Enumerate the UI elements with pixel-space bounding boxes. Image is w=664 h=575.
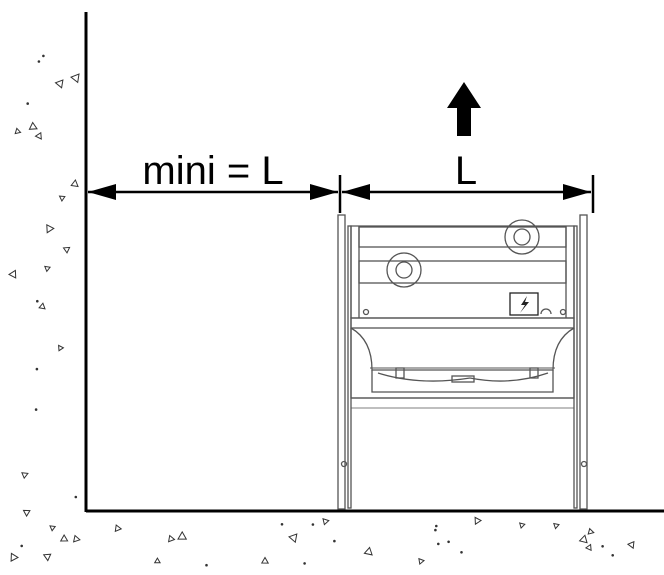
concrete-aggregate (72, 534, 81, 543)
concrete-aggregate (44, 265, 52, 273)
concrete-aggregate (10, 552, 20, 562)
dim-arrowhead-right (563, 184, 591, 200)
min-clearance-label: mini = L (142, 149, 283, 193)
concrete-aggregate (418, 557, 425, 566)
dim-arrowhead-left (88, 184, 116, 200)
concrete-aggregate (474, 516, 483, 526)
concrete-aggregate (584, 543, 592, 552)
concrete-aggregate (14, 127, 22, 135)
min-clearance-dimension: mini = L (88, 149, 338, 200)
unit-drawing (337, 214, 588, 510)
concrete-speck (36, 299, 39, 303)
concrete-speck (74, 495, 78, 499)
concrete-speck (435, 524, 438, 528)
concrete-speck (37, 60, 41, 63)
concrete-aggregate (7, 269, 17, 279)
concrete-speck (601, 545, 604, 548)
up-arrow-icon (447, 82, 481, 136)
concrete-aggregate (288, 533, 298, 544)
concrete-aggregate (70, 178, 79, 188)
concrete-speck (26, 102, 30, 105)
concrete-speck (34, 408, 38, 411)
concrete-aggregate (58, 344, 65, 352)
concrete-aggregate (62, 246, 71, 254)
concrete-aggregate (28, 121, 38, 130)
concrete-speck (460, 551, 463, 554)
concrete-aggregate (322, 518, 330, 526)
unit-middle-panel (358, 260, 567, 284)
unit-width-label: L (455, 149, 477, 193)
concrete-speck (311, 523, 315, 526)
concrete-speck (303, 562, 306, 565)
concrete-aggregate (153, 557, 161, 564)
drain-pan (350, 327, 575, 371)
concrete-aggregate (167, 534, 176, 543)
concrete-speck (447, 540, 450, 544)
unit-upper-panel (358, 226, 567, 248)
dim-arrowhead-left (342, 184, 370, 200)
concrete-aggregate (22, 509, 31, 518)
concrete-aggregate (49, 525, 57, 532)
unit-leg-left (337, 214, 346, 510)
concrete-aggregate (177, 530, 188, 540)
concrete-aggregate (38, 302, 46, 310)
concrete-aggregate (518, 522, 526, 529)
concrete-speck (280, 523, 284, 526)
concrete-aggregate (59, 534, 69, 542)
fan-circle-right (504, 219, 540, 255)
concrete-aggregate (626, 540, 635, 550)
concrete-speck (20, 544, 24, 548)
concrete-aggregate (587, 527, 595, 535)
lightning-bolt-icon (520, 296, 529, 313)
electrical-plate (509, 292, 539, 316)
concrete-aggregate (114, 524, 123, 533)
concrete-aggregate (70, 73, 80, 84)
concrete-aggregate (553, 522, 560, 530)
concrete-aggregate (260, 556, 270, 564)
concrete-speck (611, 554, 615, 557)
concrete-speck (434, 528, 437, 532)
concrete-aggregate (21, 472, 29, 480)
concrete-aggregate (34, 131, 42, 140)
unit-leg-right (579, 214, 588, 510)
concrete-aggregate (58, 195, 66, 203)
unit-width-dimension: L (342, 149, 591, 200)
concrete-speck (35, 367, 39, 371)
concrete-hatch (7, 54, 635, 567)
concrete-aggregate (363, 546, 373, 556)
concrete-speck (437, 542, 440, 546)
concrete-aggregate (46, 223, 55, 234)
dim-arrowhead-right (310, 184, 338, 200)
concrete-speck (42, 54, 45, 58)
concrete-aggregate (54, 79, 64, 89)
concrete-speck (333, 539, 336, 543)
concrete-speck (205, 563, 208, 567)
concrete-aggregate (578, 534, 588, 544)
unit-casing (350, 225, 575, 319)
fan-circle-left (386, 252, 422, 288)
concrete-aggregate (42, 553, 52, 562)
